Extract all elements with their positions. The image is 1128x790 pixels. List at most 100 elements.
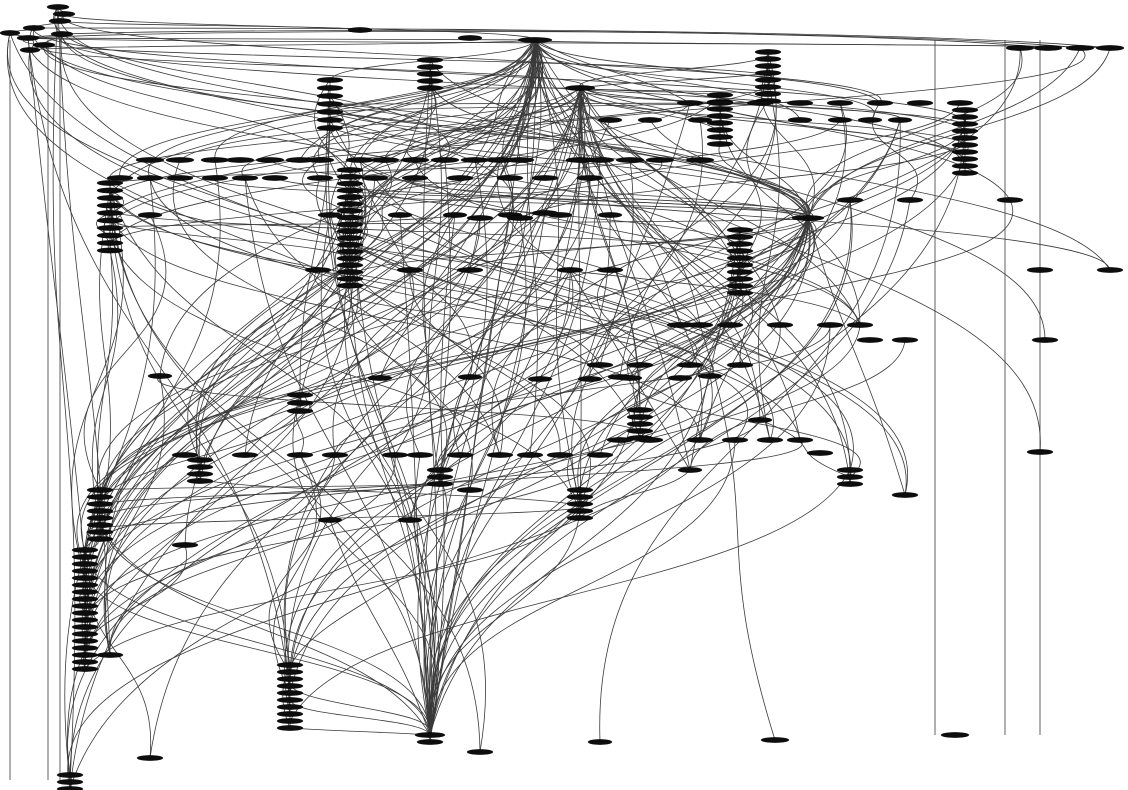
graph-node [556,267,584,273]
graph-node [677,467,703,473]
graph-node [316,109,344,115]
graph-edge [109,182,431,736]
graph-node [786,437,814,443]
graph-node [71,547,99,553]
graph-edge [83,214,167,491]
graph-node [617,375,643,381]
graph-edge [109,190,711,377]
graph-node [396,267,424,273]
graph-node [676,362,704,368]
graph-edge [109,197,291,687]
graph-node [496,175,524,181]
graph-edge [429,87,581,736]
graph-edge [426,159,634,736]
graph-node [200,157,230,163]
graph-edge [119,39,536,179]
graph-node [791,215,825,221]
graph-edge [104,159,221,656]
graph-node [201,175,229,181]
graph-node [306,175,334,181]
graph-edge [105,375,165,656]
graph-edge [429,159,601,736]
graph-edge [61,30,1049,49]
graph-edge [599,102,691,366]
graph-edge [299,95,331,404]
graph-node [836,481,864,487]
graph-node [336,167,364,173]
graph-node [637,117,663,123]
graph-edge [149,177,801,441]
graph-node [1095,45,1125,51]
graph-edge [699,217,809,441]
graph-node [416,85,444,91]
graph-edge [579,87,966,160]
graph-edge [807,116,966,219]
graph-node [685,157,715,163]
graph-node [32,42,56,48]
graph-edge [589,109,966,380]
graph-edge [289,217,809,673]
graph-node [381,452,409,458]
graph-edge [329,519,431,736]
graph-node [706,100,734,106]
graph-edge [759,419,851,478]
graph-node [426,474,454,480]
graph-node [687,117,713,123]
graph-node [457,35,483,41]
graph-node [836,474,864,480]
graph-edge [289,469,851,722]
graph-node [414,732,446,738]
graph-edge [269,159,809,219]
graph-node [996,197,1024,203]
graph-edge [579,87,861,326]
graph-edge [629,364,861,478]
graph-node [71,568,99,574]
graph-edge [619,65,769,378]
graph-edge [329,127,861,326]
graph-node [336,194,364,200]
graph-node [71,617,99,623]
graph-edge [84,419,761,551]
graph-edge [81,269,574,649]
graph-node [336,228,364,234]
graph-node [726,234,754,240]
graph-node [276,725,304,731]
graph-node [276,683,304,689]
graph-node [387,212,413,218]
graph-node [706,113,734,119]
graph-node [606,437,634,443]
graph-node [726,241,754,247]
graph-node [756,437,784,443]
graph-edge [157,375,643,439]
graph-node [316,125,344,131]
graph-node [71,610,99,616]
graph-node [721,437,749,443]
graph-node [71,659,99,665]
graph-node [857,117,883,123]
graph-node [186,471,214,477]
graph-edge [427,199,853,736]
graph-node [171,542,199,548]
graph-node [586,362,614,368]
graph-node [586,452,614,458]
graph-node [231,175,259,181]
graph-edge [274,177,809,219]
graph-edge [429,375,711,736]
graph-edge [359,39,536,161]
graph-node [951,121,979,127]
graph-node [48,18,72,24]
graph-node [1026,449,1054,455]
graph-node [754,63,782,69]
graph-node [0,30,21,36]
graph-node [286,408,314,414]
graph-node [726,362,754,368]
graph-node [276,697,304,703]
graph-node [566,494,594,500]
graph-node [951,114,979,120]
graph-edge [534,39,581,505]
graph-edge [349,224,861,326]
graph-node [446,452,474,458]
graph-edge [579,87,901,121]
graph-node [597,117,623,123]
